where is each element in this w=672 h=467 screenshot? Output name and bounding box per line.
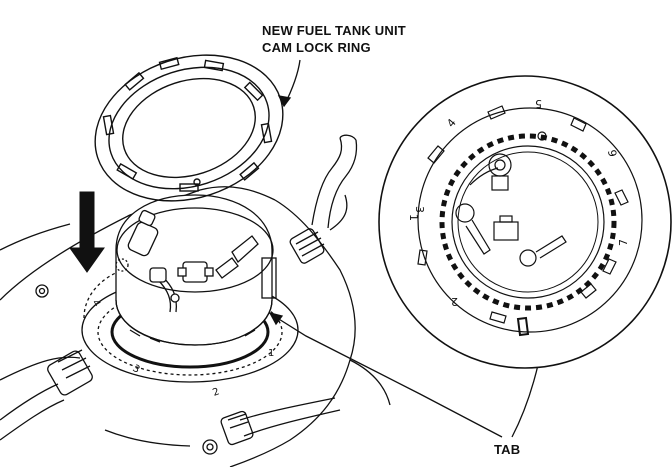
part-callout: NEW FUEL TANK UNIT CAM LOCK RING bbox=[262, 22, 406, 56]
tank-ring-numbers: 1 2 3 4 bbox=[89, 298, 274, 399]
detail-inner-components bbox=[455, 131, 567, 267]
lower-hoses bbox=[0, 284, 341, 455]
cam-lock-ring bbox=[94, 54, 284, 202]
tab-leader-line-main bbox=[268, 312, 503, 438]
tank-number-2: 2 bbox=[211, 386, 221, 399]
detail-view-circle: 1 2 3 4 5 6 7 bbox=[378, 75, 672, 369]
ring-locking-tabs bbox=[417, 105, 629, 337]
position-number-3: 3 bbox=[413, 206, 426, 213]
position-number-5: 5 bbox=[535, 97, 542, 110]
position-number-1: 1 bbox=[407, 214, 420, 221]
tank-number-4: 4 bbox=[89, 298, 102, 309]
vent-hose bbox=[289, 134, 358, 264]
position-number-7: 7 bbox=[617, 239, 630, 246]
fuel-tank-unit bbox=[115, 194, 277, 346]
insert-direction-arrow bbox=[69, 191, 105, 273]
position-number-6: 6 bbox=[606, 149, 620, 158]
tank-number-3: 3 bbox=[131, 363, 142, 376]
position-number-2: 2 bbox=[451, 295, 458, 308]
part-leader-line bbox=[277, 59, 301, 108]
part-callout-line2: CAM LOCK RING bbox=[262, 40, 371, 55]
part-callout-line1: NEW FUEL TANK UNIT bbox=[262, 23, 406, 38]
tab-callout: TAB bbox=[494, 442, 521, 457]
tank-number-1: 1 bbox=[268, 348, 274, 359]
